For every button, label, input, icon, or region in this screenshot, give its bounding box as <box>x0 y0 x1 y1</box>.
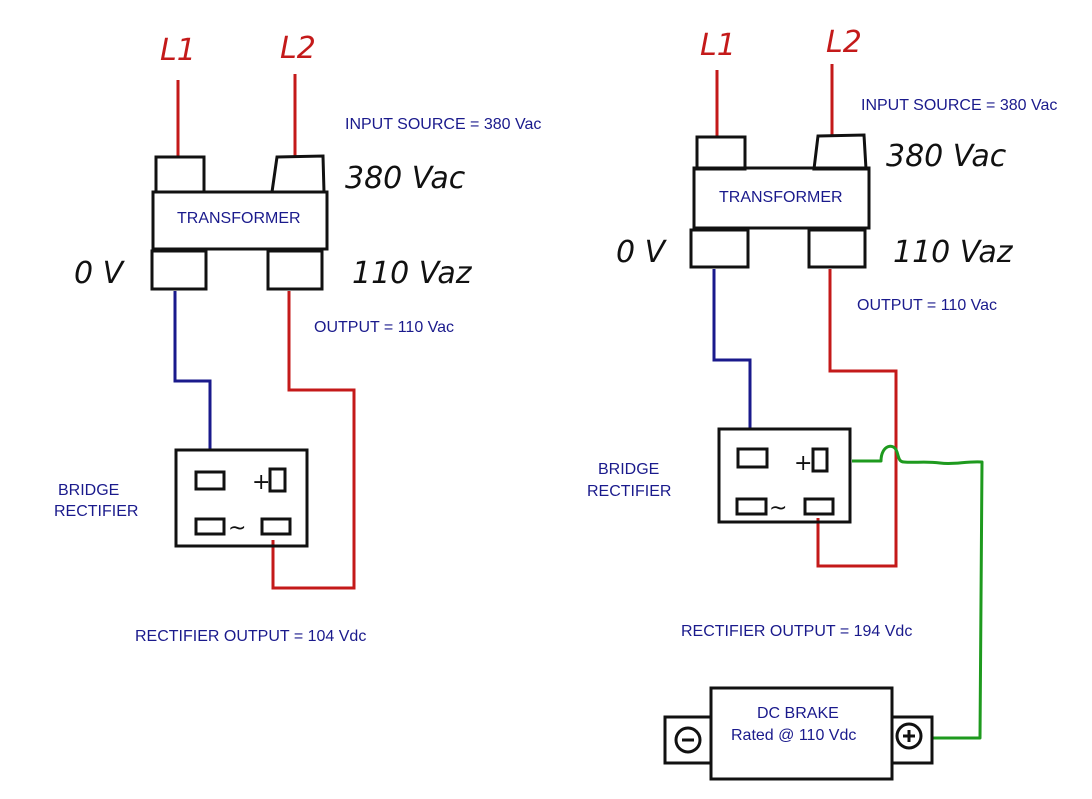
right-rectifier-terminal-ac2 <box>803 497 835 516</box>
right-rectifier-label-line1: BRIDGE <box>598 461 659 478</box>
left-secondary-terminal-2 <box>266 249 324 291</box>
left-rectifier-terminal-plus <box>268 467 287 493</box>
plus-icon <box>895 722 923 750</box>
right-transformer <box>692 166 871 230</box>
right-rectifier-terminal-minus <box>735 497 768 516</box>
left-zero-volt-label: 0 V <box>74 256 126 291</box>
left-neutral-wire <box>173 291 212 450</box>
left-rectifier-terminal-ac2 <box>260 517 292 536</box>
right-l1-label: L1 <box>700 28 736 63</box>
dc-brake-label-line2: Rated @ 110 Vdc <box>731 727 856 744</box>
left-rectifier-plus-sign: + <box>252 470 270 495</box>
left-rectifier-output-label: RECTIFIER OUTPUT = 104 Vdc <box>135 628 366 645</box>
right-primary-terminal-2 <box>812 133 868 171</box>
left-secondary-voltage: 110 Vaz <box>352 256 473 291</box>
right-rectifier-output-label: RECTIFIER OUTPUT = 194 Vdc <box>681 623 912 640</box>
right-secondary-voltage: 110 Vaz <box>893 235 1014 270</box>
right-brake-wire <box>852 444 984 740</box>
left-rectifier-terminal-minus <box>194 517 226 536</box>
right-zero-volt-label: 0 V <box>616 235 668 270</box>
dc-brake-terminal-negative <box>663 715 713 765</box>
left-primary-terminal-2 <box>270 154 326 194</box>
right-transformer-label: TRANSFORMER <box>719 189 843 206</box>
right-input-source-label: INPUT SOURCE = 380 Vac <box>861 97 1057 114</box>
left-l1-label: L1 <box>160 33 196 68</box>
left-bridge-rectifier <box>174 448 309 548</box>
right-output-label: OUTPUT = 110 Vac <box>857 297 997 314</box>
right-diagram: L1 L2 INPUT SOURCE = 380 Vac TRANSFORMER… <box>587 25 1057 781</box>
left-transformer-label: TRANSFORMER <box>177 210 301 227</box>
right-l2-label: L2 <box>826 25 862 60</box>
left-hot-wire <box>271 291 356 590</box>
left-transformer <box>151 190 329 251</box>
left-secondary-terminal-1 <box>150 249 208 291</box>
right-hot-wire <box>816 269 898 568</box>
left-input-source-label: INPUT SOURCE = 380 Vac <box>345 116 541 133</box>
dc-brake-terminal-positive <box>890 715 934 765</box>
left-l2-label: L2 <box>280 31 316 66</box>
right-neutral-wire <box>712 269 752 429</box>
left-rectifier-label-line1: BRIDGE <box>58 482 119 499</box>
right-rectifier-terminal-ac1 <box>736 447 769 469</box>
plus-icon-cross <box>903 730 915 742</box>
right-primary-voltage: 380 Vac <box>886 139 1007 174</box>
right-rectifier-tilde-sign: ~ <box>769 496 787 521</box>
right-bridge-rectifier <box>717 427 852 524</box>
dc-brake-label-line1: DC BRAKE <box>757 705 839 722</box>
right-secondary-terminal-2 <box>807 228 867 269</box>
left-primary-terminal-1 <box>154 155 206 194</box>
left-diagram: L1 L2 INPUT SOURCE = 380 Vac TRANSFORMER… <box>54 31 541 645</box>
left-rectifier-label-line2: RECTIFIER <box>54 503 138 520</box>
left-rectifier-tilde-sign: ~ <box>228 516 246 541</box>
left-rectifier-terminal-ac1 <box>194 470 226 491</box>
left-primary-voltage: 380 Vac <box>345 161 466 196</box>
left-output-label: OUTPUT = 110 Vac <box>314 319 454 336</box>
right-secondary-terminal-1 <box>689 228 750 269</box>
right-primary-terminal-1 <box>695 135 747 171</box>
right-rectifier-plus-sign: + <box>794 451 812 476</box>
right-rectifier-terminal-plus <box>811 447 829 473</box>
minus-icon <box>674 726 702 754</box>
right-rectifier-label-line2: RECTIFIER <box>587 483 671 500</box>
